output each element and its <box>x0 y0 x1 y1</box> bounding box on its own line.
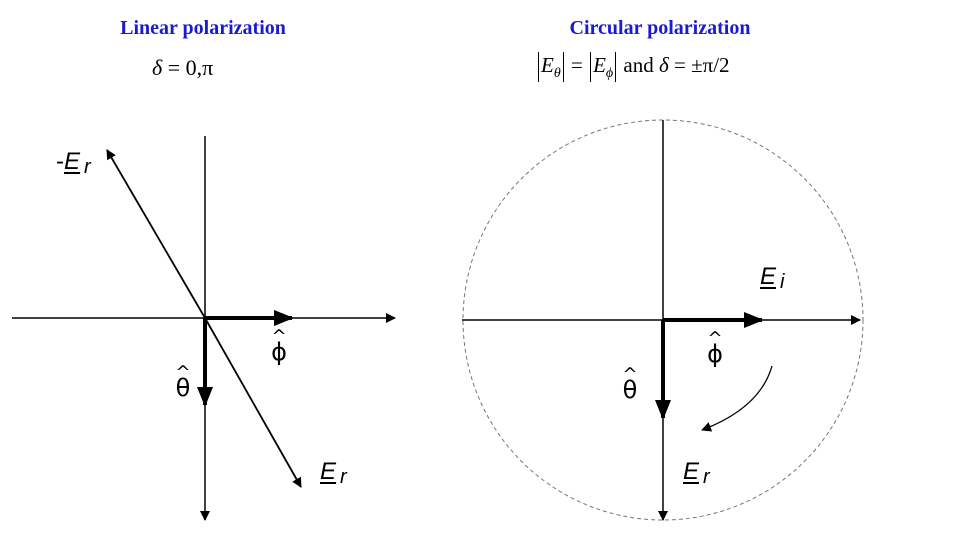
e-phi-sub: ϕ <box>605 66 614 81</box>
linear-formula-value: = 0,π <box>162 55 214 80</box>
formula-and: and <box>618 52 659 77</box>
delta-symbol-circular: δ <box>658 52 669 77</box>
ei-letter: E <box>760 263 777 290</box>
circular-phi-label: ^ ϕ <box>704 330 726 368</box>
circular-theta-label: ^ θ <box>619 366 641 404</box>
er-letter: E <box>320 458 337 485</box>
circular-formula: Eθ = Eϕ and δ = ±π/2 <box>536 52 730 82</box>
circular-rotation-arrow <box>701 365 773 432</box>
phi-symbol: ϕ <box>271 338 287 366</box>
neg-er-letter: E <box>64 148 81 175</box>
linear-theta-label: ^ θ <box>172 364 194 402</box>
circular-polarization-title: Circular polarization <box>569 17 751 39</box>
formula-eq2: = ±π/2 <box>668 52 730 77</box>
formula-eq1: = <box>565 52 589 77</box>
er-subscript: r <box>703 466 710 488</box>
neg-sign: - <box>56 148 64 175</box>
e-theta-sub: θ <box>553 66 561 81</box>
delta-symbol: δ <box>152 55 163 80</box>
neg-er-subscript: r <box>84 156 91 178</box>
circular-diagram <box>462 119 864 521</box>
er-subscript: r <box>340 466 347 488</box>
ei-subscript: i <box>780 271 785 293</box>
linear-polarization-title: Linear polarization <box>120 17 286 39</box>
e-theta-letter: E <box>541 52 554 77</box>
phi-symbol: ϕ <box>707 340 723 368</box>
linear-formula: δ = 0,π <box>152 55 213 81</box>
linear-phi-label: ^ ϕ <box>268 328 290 366</box>
e-phi-letter: E <box>593 52 606 77</box>
circular-dashed-circle <box>462 119 864 521</box>
theta-symbol: θ <box>622 376 638 404</box>
er-letter: E <box>683 458 700 485</box>
theta-symbol: θ <box>175 374 191 402</box>
linear-neg-er-vector <box>106 149 206 319</box>
linear-er-vector <box>204 317 302 488</box>
linear-diagram <box>12 136 396 521</box>
